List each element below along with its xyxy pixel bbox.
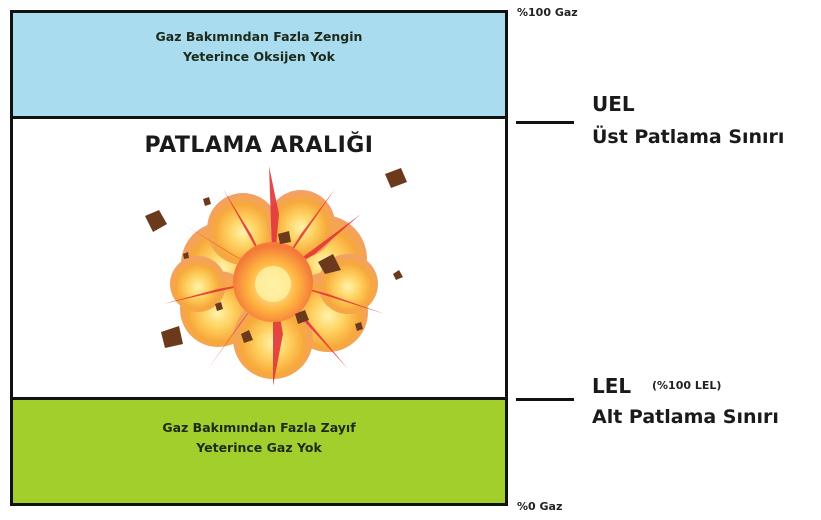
rich-zone-line-1: Gaz Bakımından Fazla Zengin [13,27,505,47]
lean-zone-line-2: Yeterince Gaz Yok [13,438,505,458]
lel-marker-line [516,398,574,401]
rich-zone: Gaz Bakımından Fazla Zengin Yeterince Ok… [13,13,505,119]
scale-top-label: %100 Gaz [517,6,578,19]
explosive-zone: PATLAMA ARALIĞI [13,119,505,397]
lean-zone: Gaz Bakımından Fazla Zayıf Yeterince Gaz… [13,397,505,503]
rich-zone-line-2: Yeterince Oksijen Yok [13,47,505,67]
lean-zone-line-1: Gaz Bakımından Fazla Zayıf [13,418,505,438]
uel-name: Üst Patlama Sınırı [592,126,784,148]
explosion-icon [123,154,423,394]
lel-note: (%100 LEL) [652,379,721,392]
lel-abbreviation: LEL [592,374,631,398]
uel-abbreviation: UEL [592,92,635,116]
uel-marker-line [516,121,574,124]
scale-bottom-label: %0 Gaz [517,500,562,513]
gas-concentration-column: Gaz Bakımından Fazla Zengin Yeterince Ok… [10,10,508,506]
lel-name: Alt Patlama Sınırı [592,406,779,428]
